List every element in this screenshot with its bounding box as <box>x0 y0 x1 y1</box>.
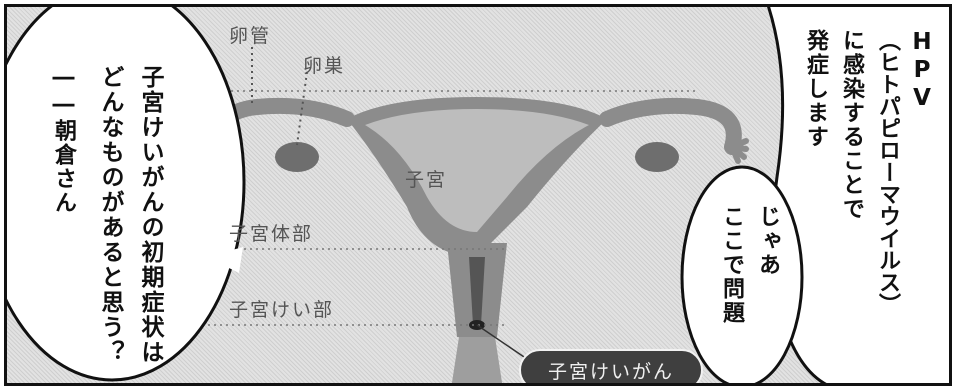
uterus-illustration <box>7 7 949 383</box>
cervix-label: 子宮けい部 <box>229 299 335 321</box>
manga-panel: 卵管 卵巣 子宮 子宮体部 子宮けい部 子宮けいがん 子宮けいがんの初期症状は … <box>4 4 952 386</box>
hpv-line-4: 発症します <box>803 29 828 149</box>
ovary-label: 卵巣 <box>303 55 346 77</box>
vagina-shape <box>451 337 503 383</box>
quiz-line-2: ここで問題 <box>719 205 744 325</box>
left-speech-bubble <box>7 7 246 382</box>
fallopian-tube-label: 卵管 <box>229 25 272 47</box>
right-fimbriae <box>729 138 749 164</box>
cervical-cancer-label: 子宮けいがん <box>519 349 703 383</box>
ovary-leader-line <box>296 71 308 146</box>
hpv-line-2: （ヒトパピローマウイルス） <box>875 29 900 315</box>
speaker-name: ――朝倉さん <box>51 65 76 215</box>
hpv-line-1: HPV <box>909 29 935 113</box>
cancer-pointer <box>476 324 528 360</box>
right-ovary <box>635 142 679 172</box>
left-ovary <box>275 142 319 172</box>
cervical-canal <box>469 257 485 325</box>
question-line-1: 子宮けいがんの初期症状は <box>137 65 163 365</box>
quiz-line-1: じゃあ <box>755 205 780 277</box>
hpv-line-3: に感染することで <box>839 29 864 221</box>
question-line-2: どんなものがあると思う？ <box>97 65 123 365</box>
uterine-body-label: 子宮体部 <box>229 223 314 245</box>
uterine-cavity <box>365 109 589 232</box>
right-small-bubble <box>680 165 804 383</box>
left-bubble-tail <box>207 247 243 273</box>
uterus-label: 子宮 <box>405 169 448 191</box>
right-fallopian-tube <box>599 97 742 155</box>
